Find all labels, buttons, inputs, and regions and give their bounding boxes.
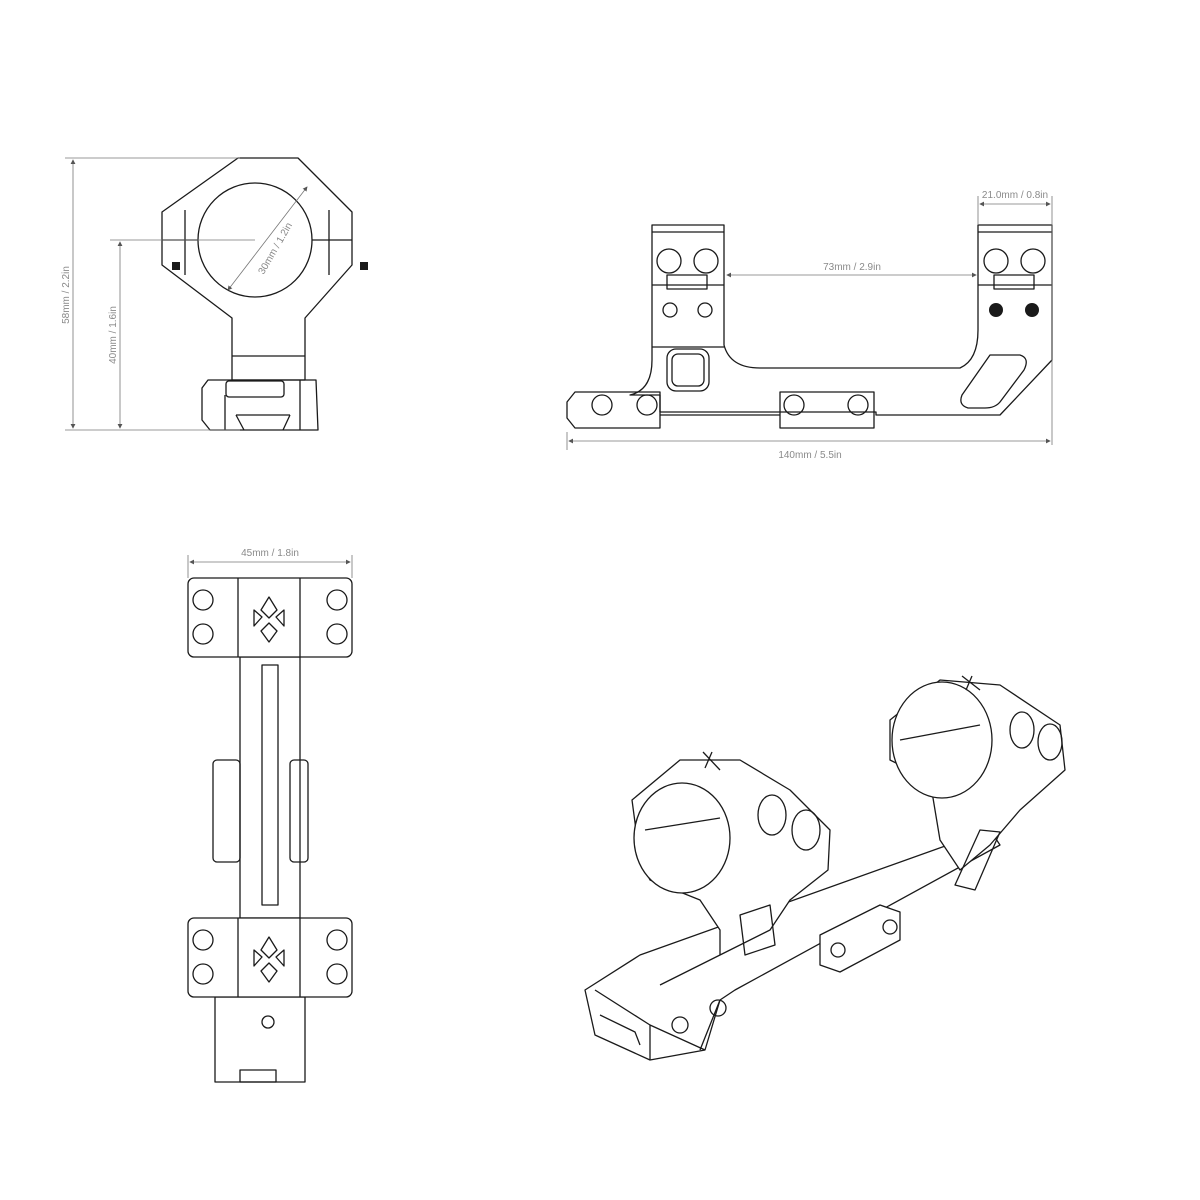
total-length-label: 140mm / 5.5in <box>778 450 841 461</box>
logo-icon <box>961 675 981 691</box>
logo-icon <box>253 936 285 983</box>
center-height-label: 40mm / 1.6in <box>108 306 119 364</box>
total-height-label: 58mm / 2.2in <box>61 266 72 324</box>
ring-spacing-label: 73mm / 2.9in <box>823 262 881 273</box>
top-view <box>187 577 353 1083</box>
side-dimensions: 21.0mm / 0.8in 73mm / 2.9in 140mm / 5.5i… <box>566 190 1053 461</box>
isometric-view <box>584 675 1066 1061</box>
logo-icon <box>253 596 285 643</box>
side-view <box>566 224 1053 429</box>
total-width-label: 45mm / 1.8in <box>241 548 299 559</box>
top-dimensions: 45mm / 1.8in <box>187 548 353 578</box>
ring-width-label: 21.0mm / 0.8in <box>982 190 1048 201</box>
logo-icon <box>702 751 721 771</box>
front-view <box>161 157 368 431</box>
front-dimensions: 58mm / 2.2in 40mm / 1.6in 30mm / 1.2in <box>61 157 308 431</box>
